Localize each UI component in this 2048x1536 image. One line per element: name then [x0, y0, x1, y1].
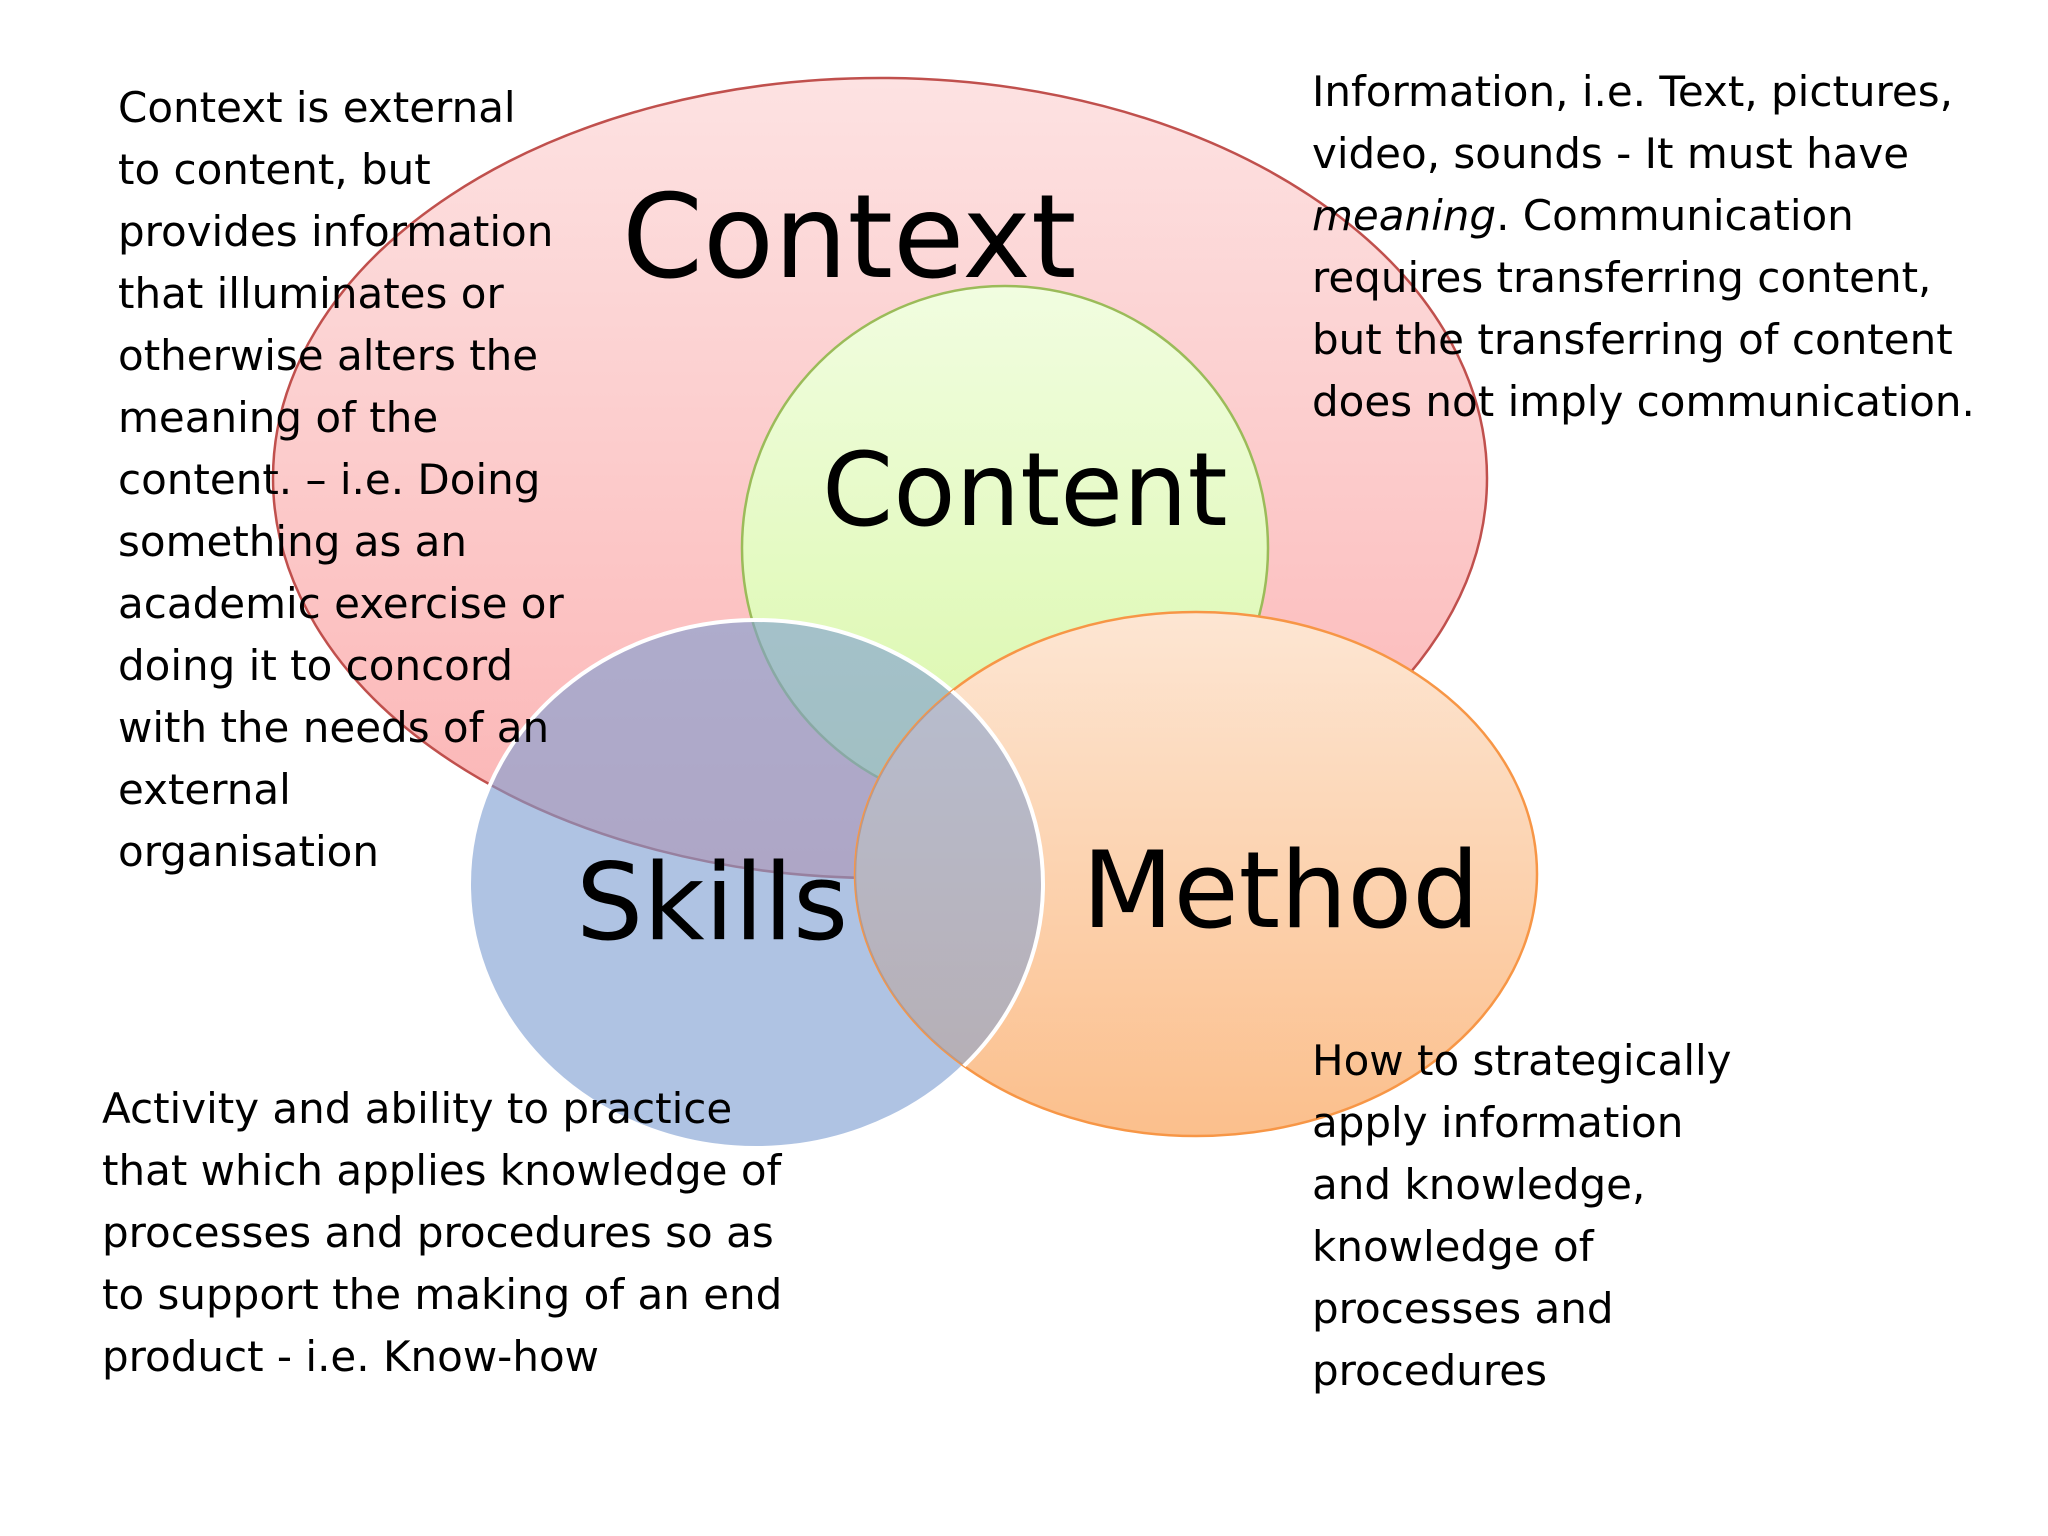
- skills-description-line: that which applies knowledge of: [102, 1146, 782, 1195]
- context-description-line: content. – i.e. Doing: [118, 455, 541, 504]
- context-description-line: academic exercise or: [118, 579, 564, 628]
- context-description-line: provides information: [118, 207, 554, 256]
- skills-label: Skills: [576, 841, 849, 964]
- content-description-line: but the transferring of content: [1312, 315, 1953, 364]
- content-description: Information, i.e. Text, pictures, video,…: [1312, 61, 1975, 433]
- skills-description-line: to support the making of an end: [102, 1270, 783, 1319]
- skills-description-line: product - i.e. Know-how: [102, 1332, 599, 1381]
- skills-description: Activity and ability to practice that wh…: [102, 1078, 782, 1388]
- method-description: How to strategically apply information a…: [1312, 1030, 1732, 1402]
- skills-description-line: Activity and ability to practice: [102, 1084, 733, 1133]
- context-description: Context is external to content, but prov…: [118, 77, 564, 883]
- context-description-line: with the needs of an: [118, 703, 550, 752]
- meaning-emphasis: meaning: [1312, 191, 1497, 240]
- context-description-line: Context is external: [118, 83, 516, 132]
- method-description-line: and knowledge,: [1312, 1160, 1646, 1209]
- method-description-line: How to strategically: [1312, 1036, 1732, 1085]
- skills-description-line: processes and procedures so as: [102, 1208, 774, 1257]
- method-description-line: apply information: [1312, 1098, 1684, 1147]
- content-description-line: Information, i.e. Text, pictures,: [1312, 67, 1953, 116]
- context-description-line: doing it to concord: [118, 641, 514, 690]
- content-description-line: meaning. Communication: [1312, 185, 1975, 247]
- context-label: Context: [622, 170, 1077, 305]
- context-description-line: something as an: [118, 517, 468, 566]
- method-label: Method: [1082, 829, 1480, 952]
- method-description-line: knowledge of: [1312, 1222, 1594, 1271]
- content-description-line: requires transferring content,: [1312, 253, 1932, 302]
- content-description-line: does not imply communication.: [1312, 377, 1975, 426]
- content-description-line: video, sounds - It must have: [1312, 129, 1910, 178]
- context-description-line: meaning of the: [118, 393, 439, 442]
- content-label: Content: [822, 431, 1228, 550]
- content-description-fragment: . Communication: [1496, 191, 1854, 240]
- context-description-line: that illuminates or: [118, 269, 504, 318]
- context-description-line: to content, but: [118, 145, 431, 194]
- context-description-line: otherwise alters the: [118, 331, 539, 380]
- method-description-line: processes and: [1312, 1284, 1614, 1333]
- method-description-line: procedures: [1312, 1346, 1547, 1395]
- context-description-line: organisation: [118, 827, 379, 876]
- context-description-line: external: [118, 765, 291, 814]
